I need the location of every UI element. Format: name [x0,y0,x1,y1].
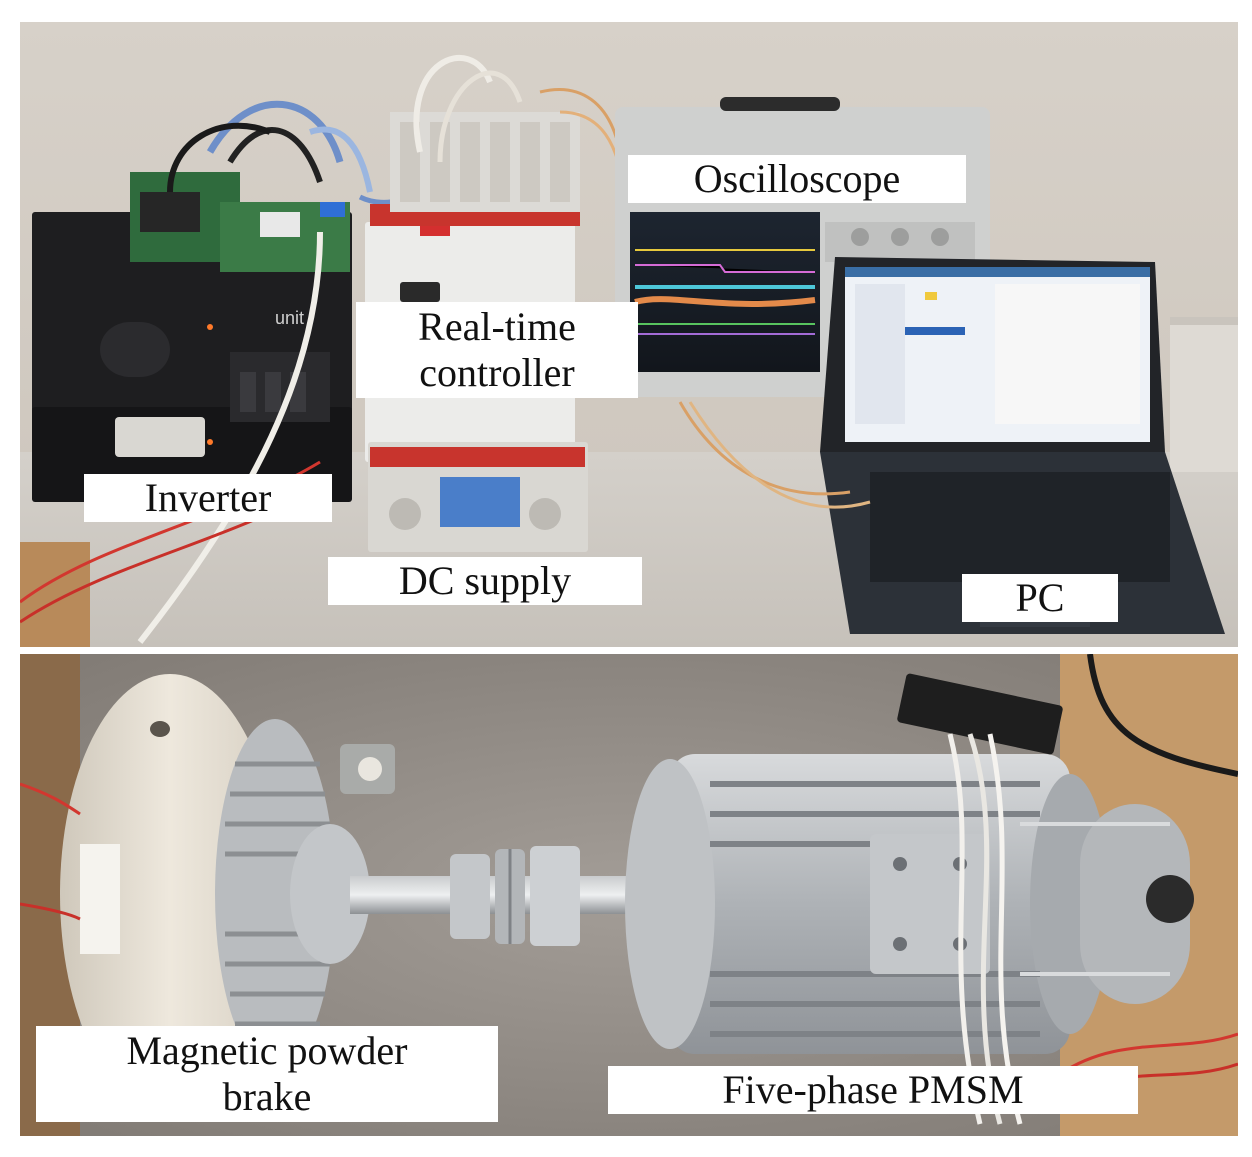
figure-frame: unit [20,22,1238,1136]
controller-label-line2: controller [419,350,575,395]
motor-scene [20,654,1238,1136]
controller-label: Real-time controller [356,302,638,398]
phase-wires [947,733,983,1125]
terminal-box [870,834,990,974]
shaft-coupling [450,846,580,946]
dc-supply-unit [368,442,588,552]
white-cable [137,231,323,644]
magnetic-powder-brake [60,674,395,1114]
bench-setup-photo: unit [20,22,1238,647]
motor-label: Five-phase PMSM [608,1066,1138,1114]
pc-label: PC [962,574,1118,622]
db-connector [115,417,205,457]
terminal-block [897,673,1063,755]
real-time-controller [365,112,580,462]
side-cabinet [1170,322,1238,472]
encoder-plate [1080,804,1190,1004]
oscilloscope-label: Oscilloscope [628,155,966,203]
brake-label-line2: brake [222,1074,312,1119]
brake-label: Magnetic powder brake [36,1026,498,1122]
brake-label-line1: Magnetic powder [126,1028,408,1073]
inverter-label: Inverter [84,474,332,522]
dc-supply-label: DC supply [328,557,642,605]
five-phase-pmsm [625,754,1194,1054]
controller-label-line1: Real-time [418,304,576,349]
inverter-brand-text: unit [275,308,304,328]
motor-rig-photo: Magnetic powder brake Five-phase PMSM [20,654,1238,1136]
